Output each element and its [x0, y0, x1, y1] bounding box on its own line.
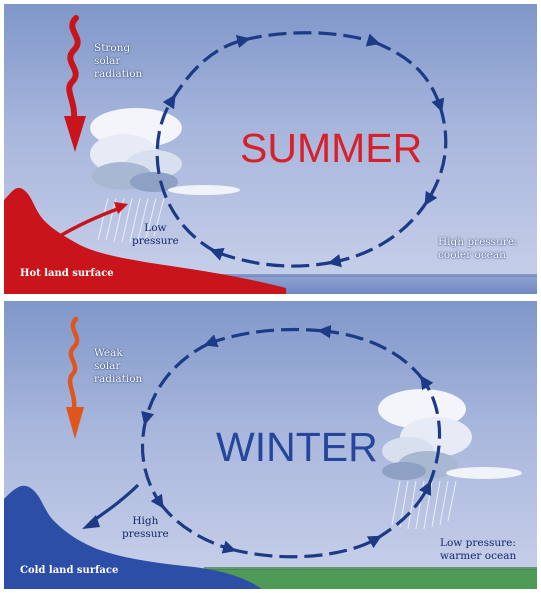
- summer-illustration: [4, 15, 537, 294]
- winter-illustration: [4, 316, 537, 589]
- solar-radiation-arrow: [67, 316, 80, 414]
- land-surface-label: Hot land surface: [20, 268, 114, 279]
- winter-panel: Weak solar radiation WINTER High pressur…: [4, 301, 537, 589]
- circulation-loop: [155, 31, 448, 268]
- radiation-label: Weak solar radiation: [94, 347, 143, 385]
- cold-land-surface: [4, 485, 262, 589]
- ocean-surface: [204, 569, 537, 589]
- circulation-loop: [140, 324, 442, 559]
- radiation-label: Strong solar radiation: [94, 42, 143, 80]
- low-pressure-label: Low pressure: warmer ocean: [440, 537, 517, 562]
- winter-title: WINTER: [216, 424, 378, 470]
- high-pressure-label: High pressure: cooler ocean: [438, 236, 518, 261]
- summer-panel: Strong solar radiation SUMMER Low pressu…: [4, 4, 537, 294]
- land-surface-label: Cold land surface: [20, 565, 119, 576]
- solar-radiation-arrow: [66, 15, 81, 125]
- hot-land-surface: [4, 187, 286, 294]
- storm-cloud: [378, 389, 522, 530]
- heat-rising-arrow: [59, 206, 121, 238]
- high-pressure-label: High pressure: [122, 515, 169, 540]
- ocean-surface: [214, 276, 537, 294]
- low-pressure-label: Low pressure: [132, 222, 179, 247]
- summer-title: SUMMER: [240, 125, 423, 171]
- storm-cloud: [90, 108, 240, 243]
